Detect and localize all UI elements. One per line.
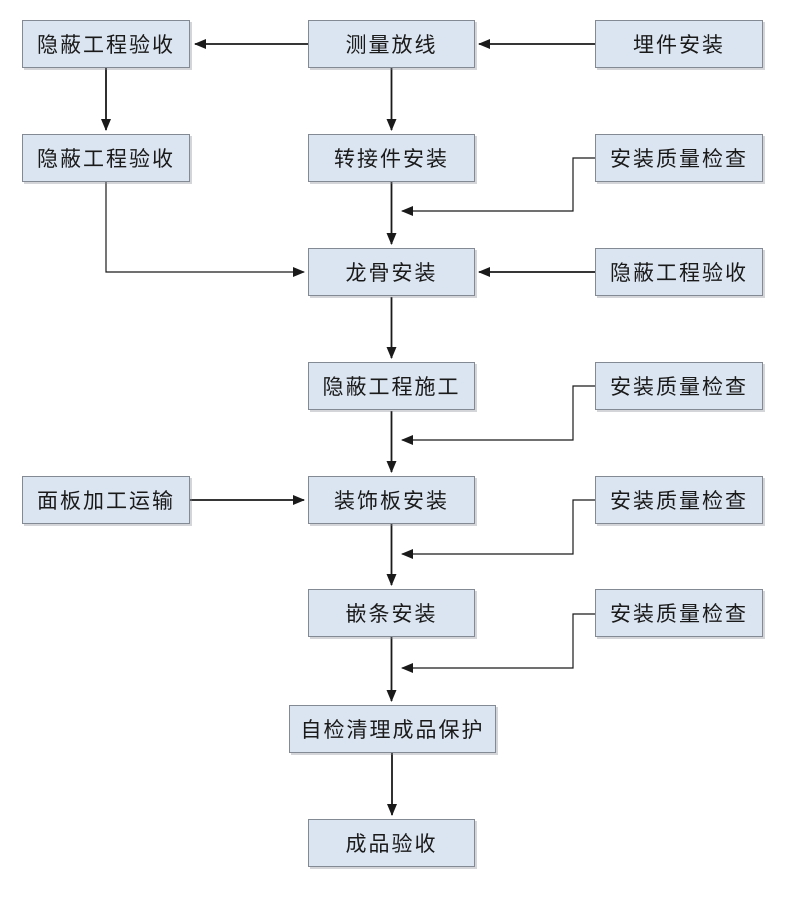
node-decorative-panel-install: 装饰板安装 bbox=[308, 476, 475, 524]
node-install-quality-check-4: 安装质量检查 bbox=[595, 589, 763, 637]
connector-hidden-acceptance-2-to-keel bbox=[105, 182, 305, 277]
connector-quality-check-1-to-keel-flow bbox=[401, 157, 595, 216]
node-finished-product-acceptance: 成品验收 bbox=[308, 819, 475, 867]
node-install-quality-check-2: 安装质量检查 bbox=[595, 362, 763, 410]
node-adapter-install: 转接件安装 bbox=[308, 134, 475, 182]
connector-quality-check-3-to-trim-flow bbox=[401, 499, 595, 559]
node-hidden-work-acceptance-1: 隐蔽工程验收 bbox=[22, 20, 190, 68]
connector-quality-check-2-to-panel-flow bbox=[401, 385, 595, 445]
node-keel-install: 龙骨安装 bbox=[308, 248, 475, 296]
node-install-quality-check-3: 安装质量检查 bbox=[595, 476, 763, 524]
node-hidden-work-acceptance-3: 隐蔽工程验收 bbox=[595, 248, 763, 296]
node-measure-layout: 测量放线 bbox=[308, 20, 475, 68]
node-install-quality-check-1: 安装质量检查 bbox=[595, 134, 763, 182]
node-hidden-work-acceptance-2: 隐蔽工程验收 bbox=[22, 134, 190, 182]
node-self-check-cleanup-protection: 自检清理成品保护 bbox=[289, 705, 496, 753]
node-embedded-parts-install: 埋件安装 bbox=[595, 20, 763, 68]
node-panel-processing-transport: 面板加工运输 bbox=[22, 476, 190, 524]
node-trim-strip-install: 嵌条安装 bbox=[308, 589, 475, 637]
node-hidden-work-construction: 隐蔽工程施工 bbox=[308, 362, 475, 410]
connector-quality-check-4-to-self-check-flow bbox=[401, 613, 595, 673]
